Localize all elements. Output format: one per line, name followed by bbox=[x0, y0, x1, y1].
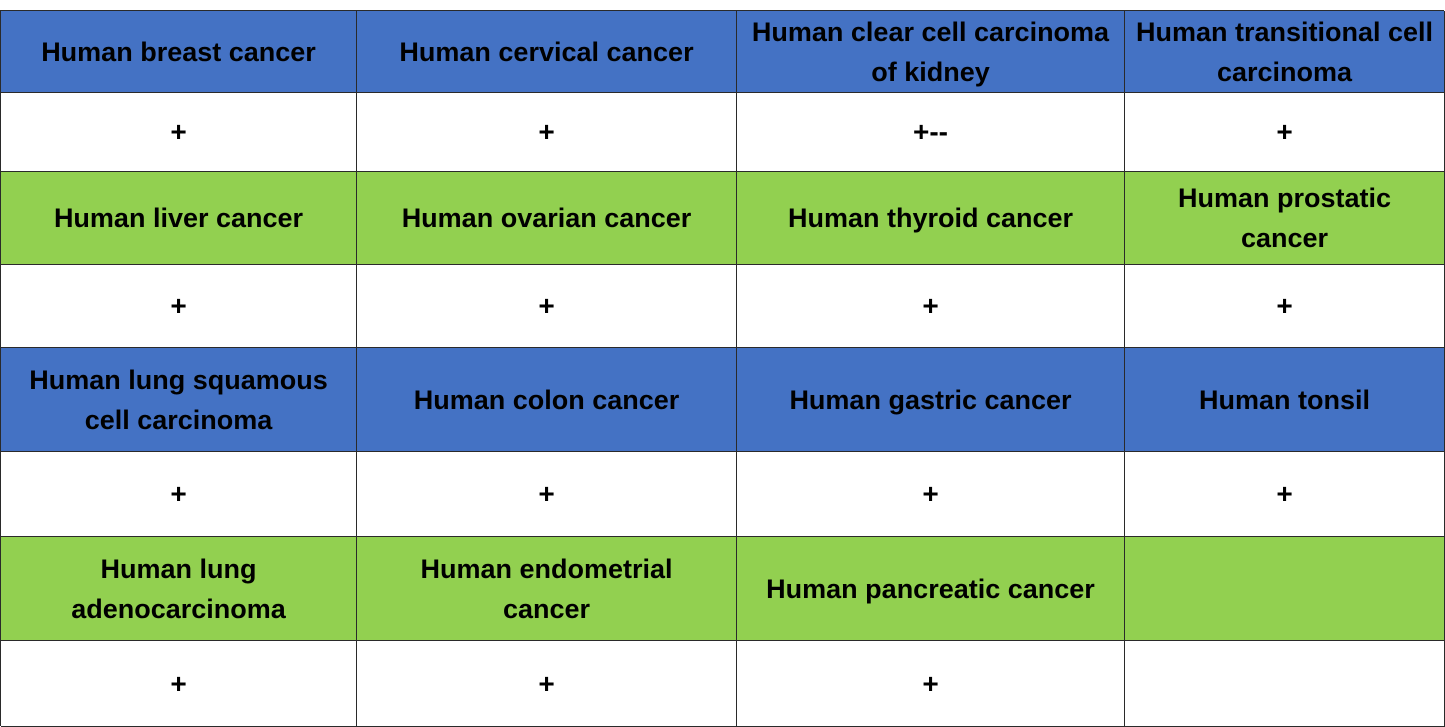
value-cell: + bbox=[737, 265, 1125, 348]
value-cell: + bbox=[1125, 93, 1445, 172]
value-cell: + bbox=[1125, 265, 1445, 348]
header-cell: Human prostatic cancer bbox=[1125, 172, 1445, 265]
value-cell: + bbox=[357, 93, 737, 172]
value-cell: + bbox=[1125, 452, 1445, 537]
header-cell: Human lung adenocarcinoma bbox=[1, 537, 357, 641]
header-cell: Human gastric cancer bbox=[737, 348, 1125, 452]
header-cell: Human colon cancer bbox=[357, 348, 737, 452]
header-cell: Human cervical cancer bbox=[357, 11, 737, 93]
header-cell: Human breast cancer bbox=[1, 11, 357, 93]
value-cell: + bbox=[1, 265, 357, 348]
value-cell: + bbox=[357, 641, 737, 727]
header-cell: Human clear cell carcinoma of kidney bbox=[737, 11, 1125, 93]
value-cell: + bbox=[357, 265, 737, 348]
header-cell: Human pancreatic cancer bbox=[737, 537, 1125, 641]
header-cell: Human transitional cell carcinoma bbox=[1125, 11, 1445, 93]
value-cell: +-- bbox=[737, 93, 1125, 172]
header-cell: Human lung squamous cell carcinoma bbox=[1, 348, 357, 452]
value-cell: + bbox=[357, 452, 737, 537]
header-cell: Human ovarian cancer bbox=[357, 172, 737, 265]
value-cell: + bbox=[737, 641, 1125, 727]
header-cell-empty bbox=[1125, 537, 1445, 641]
value-cell: + bbox=[1, 93, 357, 172]
header-cell: Human liver cancer bbox=[1, 172, 357, 265]
header-cell: Human thyroid cancer bbox=[737, 172, 1125, 265]
header-cell: Human tonsil bbox=[1125, 348, 1445, 452]
value-cell: + bbox=[737, 452, 1125, 537]
tissue-results-table: Human breast cancer Human cervical cance… bbox=[0, 10, 1445, 727]
value-cell: + bbox=[1, 641, 357, 727]
value-cell: + bbox=[1, 452, 357, 537]
value-cell-empty bbox=[1125, 641, 1445, 727]
header-cell: Human endometrial cancer bbox=[357, 537, 737, 641]
